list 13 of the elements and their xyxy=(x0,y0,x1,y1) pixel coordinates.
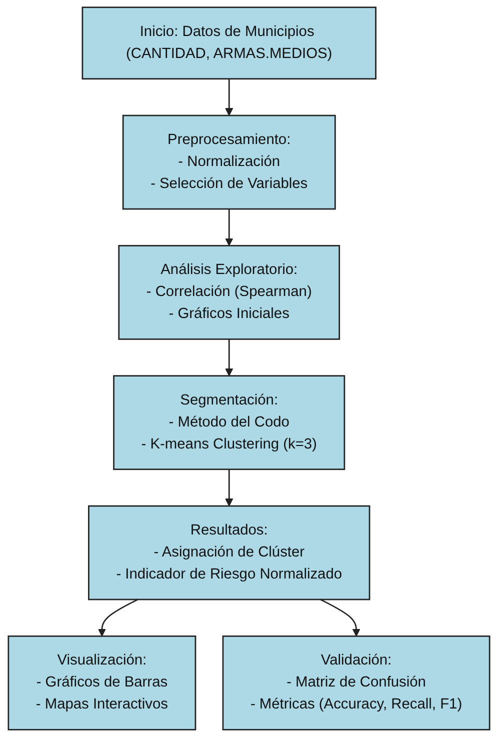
arrow xyxy=(98,598,138,637)
node-box: Resultados: - Asignación de Clúster - Indicador de Riesgo Normalizado xyxy=(88,505,370,600)
node-box: Segmentación: - Método del Codo - K-means Clustering (k=3) xyxy=(113,375,346,470)
arrow xyxy=(320,598,360,637)
node-box: Análisis Exploratorio: - Correlación (Spearman) - Gráficos Iniciales xyxy=(118,244,340,340)
arrow xyxy=(225,469,234,506)
node-box: Validación: - Matriz de Confusión - Métricas (Accuracy, Recall, F1) xyxy=(222,635,490,730)
node-box: Visualización: - Gráficos de Barras - Mapas Interactivos xyxy=(8,635,196,730)
arrow xyxy=(225,78,234,116)
arrow xyxy=(225,209,234,246)
arrow xyxy=(225,339,234,376)
node-box: Inicio: Datos de Municipios (CANTIDAD, ARMAS.MEDIOS) xyxy=(82,6,376,80)
node-box: Preprocesamiento: - Normalización - Selección de Variables xyxy=(122,114,336,210)
